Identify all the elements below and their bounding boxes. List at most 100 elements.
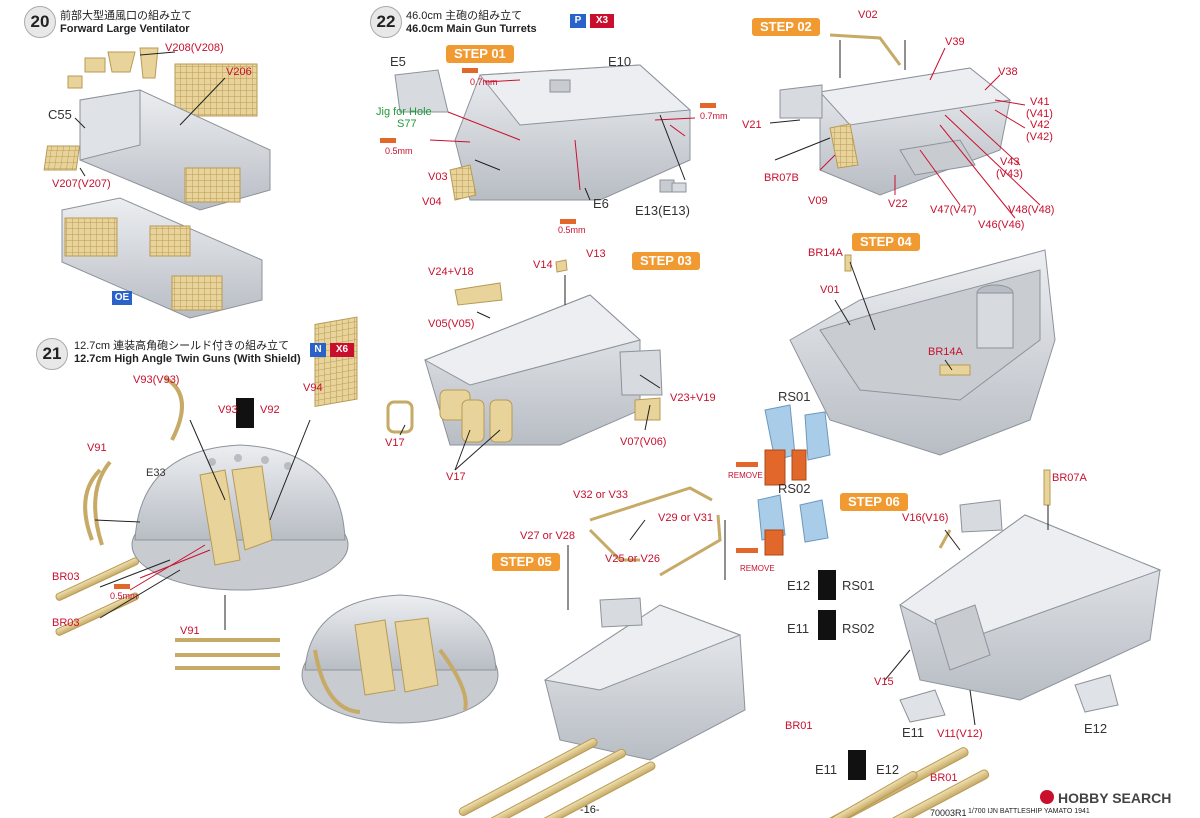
section-title-en-20: Forward Large Ventilator	[60, 23, 190, 35]
label-v17-left: V17	[385, 437, 405, 449]
label-0.5mm-a: 0.5mm	[385, 146, 413, 156]
ventilator-body-2	[61, 197, 263, 319]
label-v25-v26: V25 or V26	[605, 553, 661, 565]
label-v39: V39	[945, 36, 965, 48]
label-v29-v31: V29 or V31	[658, 512, 714, 524]
label-v38: V38	[998, 66, 1018, 78]
step-02-badge: STEP 02	[752, 18, 820, 36]
label-v47: V47(V47)	[930, 204, 977, 216]
step-01-badge: STEP 01	[446, 45, 514, 63]
label-v05: V05(V05)	[428, 318, 475, 330]
main-turret-step02	[779, 33, 1012, 196]
label-v206: V206	[226, 66, 252, 78]
label-e6: E6	[593, 196, 609, 211]
label-0.5mm-b: 0.5mm	[558, 225, 586, 235]
turret-railings-step05	[588, 486, 722, 577]
label-v42-paren: (V42)	[1026, 131, 1053, 143]
tag-oe: OE	[112, 291, 132, 305]
label-br03-bottom: BR03	[52, 617, 80, 629]
label-e11-turret: E11	[902, 725, 925, 740]
label-v93-pair: V93(V93)	[133, 374, 180, 386]
section-number-20: 20	[24, 6, 56, 38]
label-e5: E5	[390, 54, 406, 69]
completed-gun-mount	[301, 594, 499, 724]
label-br14a-inner: BR14A	[928, 346, 963, 358]
label-e12-swap-b: E12	[876, 762, 900, 777]
swap-arrows	[236, 398, 866, 780]
label-v93: V93	[218, 404, 238, 416]
label-c55: C55	[48, 107, 72, 122]
rs-parts	[757, 404, 831, 556]
label-v02: V02	[858, 9, 878, 21]
shield-plate-v94	[314, 316, 358, 408]
label-0.7mm-a: 0.7mm	[470, 77, 498, 87]
label-v208: V208(V208)	[165, 42, 224, 54]
label-v24-v18: V24+V18	[428, 266, 474, 278]
label-e10: E10	[608, 54, 632, 69]
label-rs02: RS02	[778, 481, 811, 496]
label-v11: V11(V12)	[937, 728, 983, 740]
label-v48: V48(V48)	[1008, 204, 1055, 216]
step-06-badge: STEP 06	[840, 493, 908, 511]
step-03-badge: STEP 03	[632, 252, 700, 270]
sec21-red-leaders	[129, 544, 211, 591]
footer-title: 1/700 IJN BATTLESHIP YAMATO 1941	[968, 808, 1090, 815]
label-s77: S77	[397, 118, 417, 130]
label-v17-bottom: V17	[446, 471, 466, 483]
label-v09: V09	[808, 195, 828, 207]
ventilator-body-1	[79, 89, 271, 211]
tag-p: P	[570, 14, 586, 28]
tag-x6: X6	[330, 343, 354, 357]
step06-leaders	[884, 505, 1049, 726]
label-e13: E13(E13)	[635, 203, 690, 218]
main-turret-step03	[386, 259, 663, 446]
section-title-en-22: 46.0cm Main Gun Turrets	[406, 23, 537, 35]
tag-x3: X3	[590, 14, 614, 28]
label-v22: V22	[888, 198, 908, 210]
label-v32-v33: V32 or V33	[573, 489, 629, 501]
step03-leaders	[399, 275, 661, 471]
step-04-badge: STEP 04	[852, 233, 920, 251]
railings-v91	[83, 376, 280, 670]
label-remove-2: REMOVE	[740, 564, 775, 573]
label-v03: V03	[428, 171, 448, 183]
page-number: -16-	[580, 804, 600, 816]
label-e11-swap: E11	[787, 621, 810, 636]
step04-leaders	[834, 261, 953, 371]
label-e33: E33	[146, 467, 166, 479]
label-v91-bottom: V91	[180, 625, 200, 637]
label-v41: V41	[1030, 96, 1050, 108]
label-v92: V92	[260, 404, 280, 416]
section-number-22: 22	[370, 6, 402, 38]
step05-leaders	[567, 519, 726, 610]
footer-code: 70003R1	[930, 808, 967, 818]
label-e11-swap-b: E11	[815, 762, 838, 777]
label-rs01-swap: RS01	[842, 578, 875, 593]
step-05-badge: STEP 05	[492, 553, 560, 571]
label-0.5mm-s21: 0.5mm	[110, 591, 138, 601]
label-rs02-swap: RS02	[842, 621, 875, 636]
turret-interior-step04	[789, 249, 1056, 456]
watermark-brand: HOBBY SEARCH	[1058, 790, 1172, 806]
label-v16: V16(V16)	[902, 512, 949, 524]
label-v15: V15	[874, 676, 894, 688]
label-v43-paren: (V43)	[996, 168, 1023, 180]
label-remove-1: REMOVE	[728, 471, 763, 480]
label-v41-paren: (V41)	[1026, 108, 1053, 120]
label-v27-v28: V27 or V28	[520, 530, 576, 542]
label-v207: V207(V207)	[52, 178, 111, 190]
label-br03-top: BR03	[52, 571, 80, 583]
tag-n: N	[310, 343, 326, 357]
section-title-jp-21: 12.7cm 連装高角砲シールド付きの組み立て	[74, 340, 290, 352]
label-v13: V13	[586, 248, 606, 260]
label-br07a: BR07A	[1052, 472, 1087, 484]
label-v94: V94	[303, 382, 323, 394]
section-title-jp-22: 46.0cm 主砲の組み立て	[406, 10, 523, 22]
rs-assembled	[899, 674, 1119, 723]
label-v91-top: V91	[87, 442, 107, 454]
label-v23-v19: V23+V19	[670, 392, 716, 404]
label-br07b: BR07B	[764, 172, 799, 184]
step01-leaders	[474, 114, 686, 201]
remove-stripes	[114, 68, 758, 589]
